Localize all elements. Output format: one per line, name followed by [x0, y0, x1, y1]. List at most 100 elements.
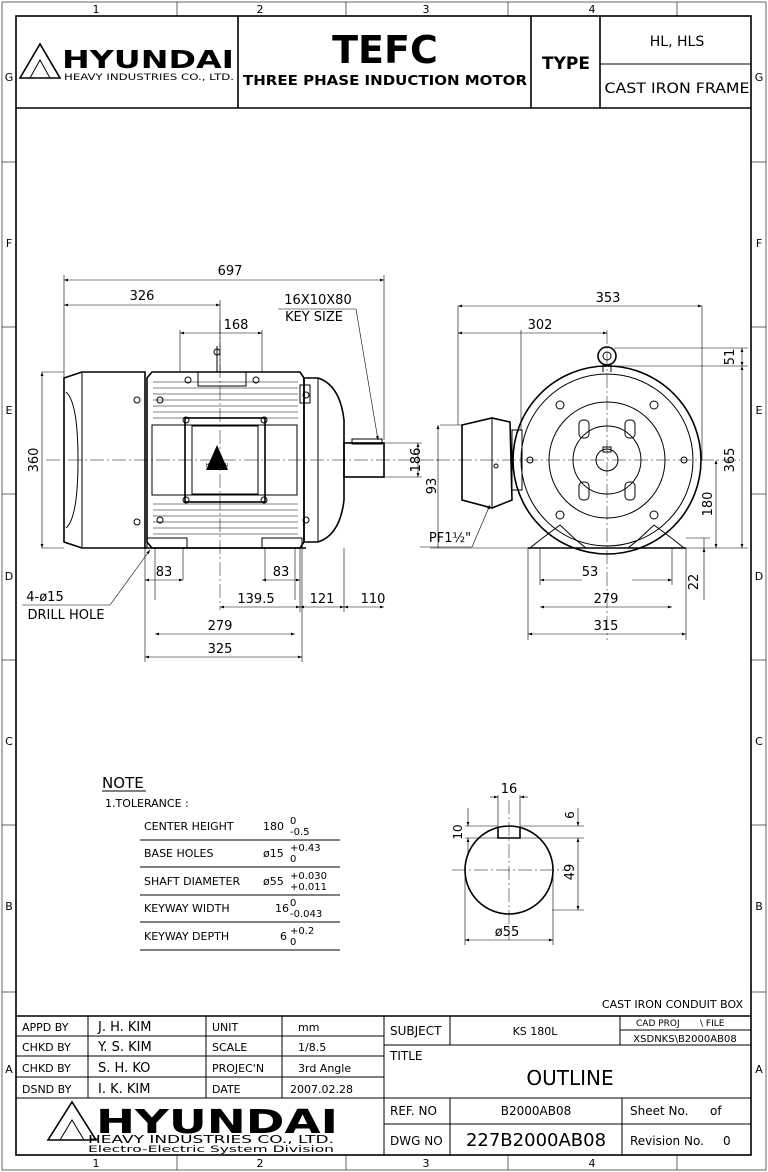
- keyway-depth: 6: [563, 811, 577, 819]
- title-value: OUTLINE: [526, 1066, 613, 1090]
- feet: [527, 524, 687, 640]
- tolerance-label: KEYWAY WIDTH: [144, 902, 230, 915]
- dim-121: 121: [310, 592, 335, 607]
- tolerance-upper: 0: [290, 816, 296, 827]
- drawing-title: TEFC: [332, 28, 438, 72]
- appd-value: J. H. KIM: [97, 1020, 152, 1035]
- frame-row-label: G: [5, 71, 14, 84]
- end-view: 353 302 51 365 180 22 93 PF1½" 53 279: [420, 291, 748, 640]
- dwg-value: 227B2000AB08: [466, 1130, 606, 1151]
- brand-subtitle: HEAVY INDUSTRIES CO., LTD.: [64, 73, 234, 83]
- tolerance-nominal: 16: [275, 902, 289, 915]
- frame-row-label: F: [6, 237, 12, 250]
- subject-label: SUBJECT: [390, 1024, 442, 1038]
- frame-col-label: 3: [423, 1157, 430, 1170]
- shaft-section-49: 49: [563, 864, 578, 881]
- dim-326: 326: [130, 289, 155, 304]
- tolerance-upper: +0.2: [290, 926, 314, 937]
- dim-93: 93: [425, 478, 440, 495]
- scale-label: SCALE: [212, 1041, 247, 1054]
- lifting-eye: [597, 346, 617, 372]
- frame-row-label: F: [756, 237, 762, 250]
- frame-row-label: G: [755, 71, 764, 84]
- dsnd-label: DSND BY: [22, 1083, 72, 1096]
- frame-col-label: 2: [257, 3, 264, 16]
- dim-315: 315: [594, 619, 619, 634]
- drill-hole-label: DRILL HOLE: [28, 608, 105, 623]
- dim-53: 53: [582, 565, 599, 580]
- chkd-value: Y. S. KIM: [97, 1040, 152, 1055]
- shaft: [343, 438, 385, 478]
- subject-value: KS 180L: [513, 1025, 559, 1038]
- hyundai-logo: HYUNDAI HEAVY INDUSTRIES CO., LTD.: [18, 42, 234, 83]
- tolerance-nominal: ø15: [263, 847, 284, 860]
- projection-label: PROJEC'N: [212, 1062, 264, 1075]
- frame-row-label: D: [755, 570, 763, 583]
- tolerance-nominal: 180: [263, 820, 284, 833]
- scale-value: 1/8.5: [298, 1041, 326, 1054]
- note-title: NOTE: [102, 774, 144, 792]
- chkd-value: S. H. KO: [98, 1061, 150, 1076]
- footer-hyundai-logo: HYUNDAI HEAVY INDUSTRIES CO., LTD. Elect…: [46, 1100, 338, 1155]
- frame-row-label: E: [756, 404, 763, 417]
- key-size-value: 16X10X80: [284, 293, 351, 308]
- dsnd-value: I. K. KIM: [98, 1082, 150, 1097]
- unit-value: mm: [298, 1021, 319, 1034]
- shaft-diameter: ø55: [495, 925, 520, 940]
- nameplate-brand: HYUNDAI: [206, 463, 229, 469]
- dim-139-5: 139.5: [237, 592, 274, 607]
- dim-83-right: 83: [273, 565, 290, 580]
- conduit-box-note: CAST IRON CONDUIT BOX: [602, 998, 744, 1011]
- frame-col-label: 4: [589, 3, 596, 16]
- dim-697: 697: [218, 264, 243, 279]
- revision-value: 0: [723, 1134, 731, 1148]
- type-label: TYPE: [542, 54, 590, 74]
- sheet-label: Sheet No.: [630, 1104, 688, 1118]
- frame-col-label: 3: [423, 3, 430, 16]
- note-subtitle: 1.TOLERANCE :: [105, 797, 189, 810]
- shaft-section-detail: 16 6 49 10 ø55: [451, 782, 584, 945]
- appd-label: APPD BY: [22, 1021, 69, 1034]
- ref-label: REF. NO: [390, 1104, 437, 1118]
- frame-row-label: E: [6, 404, 13, 417]
- tolerance-upper: 0: [290, 898, 296, 909]
- tolerance-label: SHAFT DIAMETER: [144, 875, 240, 888]
- file-label: \ FILE: [700, 1019, 725, 1029]
- tolerance-lower: 0: [290, 937, 296, 948]
- tolerance-label: KEYWAY DEPTH: [144, 930, 229, 943]
- key-size-label: KEY SIZE: [285, 310, 343, 325]
- dim-51: 51: [723, 349, 738, 366]
- conduit-box: [461, 417, 523, 509]
- frame-col-label: 1: [93, 3, 100, 16]
- key-height: 10: [451, 824, 465, 839]
- mounting-feet: [144, 537, 306, 600]
- conduit-size: PF1½": [429, 531, 471, 546]
- footer-division: Electro-Electric System Division: [88, 1145, 334, 1155]
- fin-slots: [526, 400, 688, 520]
- tolerance-lower: 0: [290, 854, 296, 865]
- drill-hole-value: 4-ø15: [26, 590, 63, 605]
- header: HYUNDAI HEAVY INDUSTRIES CO., LTD. TEFC …: [16, 16, 751, 109]
- footer-brand-sub: HEAVY INDUSTRIES CO., LTD.: [88, 1133, 334, 1146]
- motor-body: HYUNDAI: [146, 346, 305, 549]
- frame-row-label: C: [755, 735, 763, 748]
- type-value: HL, HLS: [650, 34, 705, 50]
- frame-row-label: A: [5, 1063, 13, 1076]
- frame-row-label: C: [5, 735, 13, 748]
- tolerance-upper: +0.030: [290, 871, 327, 882]
- dim-279-end: 279: [594, 592, 619, 607]
- projection-value: 3rd Angle: [298, 1062, 351, 1075]
- end-bracket: [299, 377, 345, 543]
- dim-302: 302: [528, 318, 553, 333]
- tolerance-note: NOTE 1.TOLERANCE : CENTER HEIGHT 180 0 -…: [102, 774, 340, 951]
- frame-row-label: A: [755, 1063, 763, 1076]
- ref-value: B2000AB08: [501, 1104, 571, 1118]
- tolerance-label: CENTER HEIGHT: [144, 820, 234, 833]
- frame-col-label: 2: [257, 1157, 264, 1170]
- dim-110: 110: [361, 592, 386, 607]
- dim-186: 186: [409, 448, 424, 473]
- side-view: HYUNDAI: [22, 264, 440, 662]
